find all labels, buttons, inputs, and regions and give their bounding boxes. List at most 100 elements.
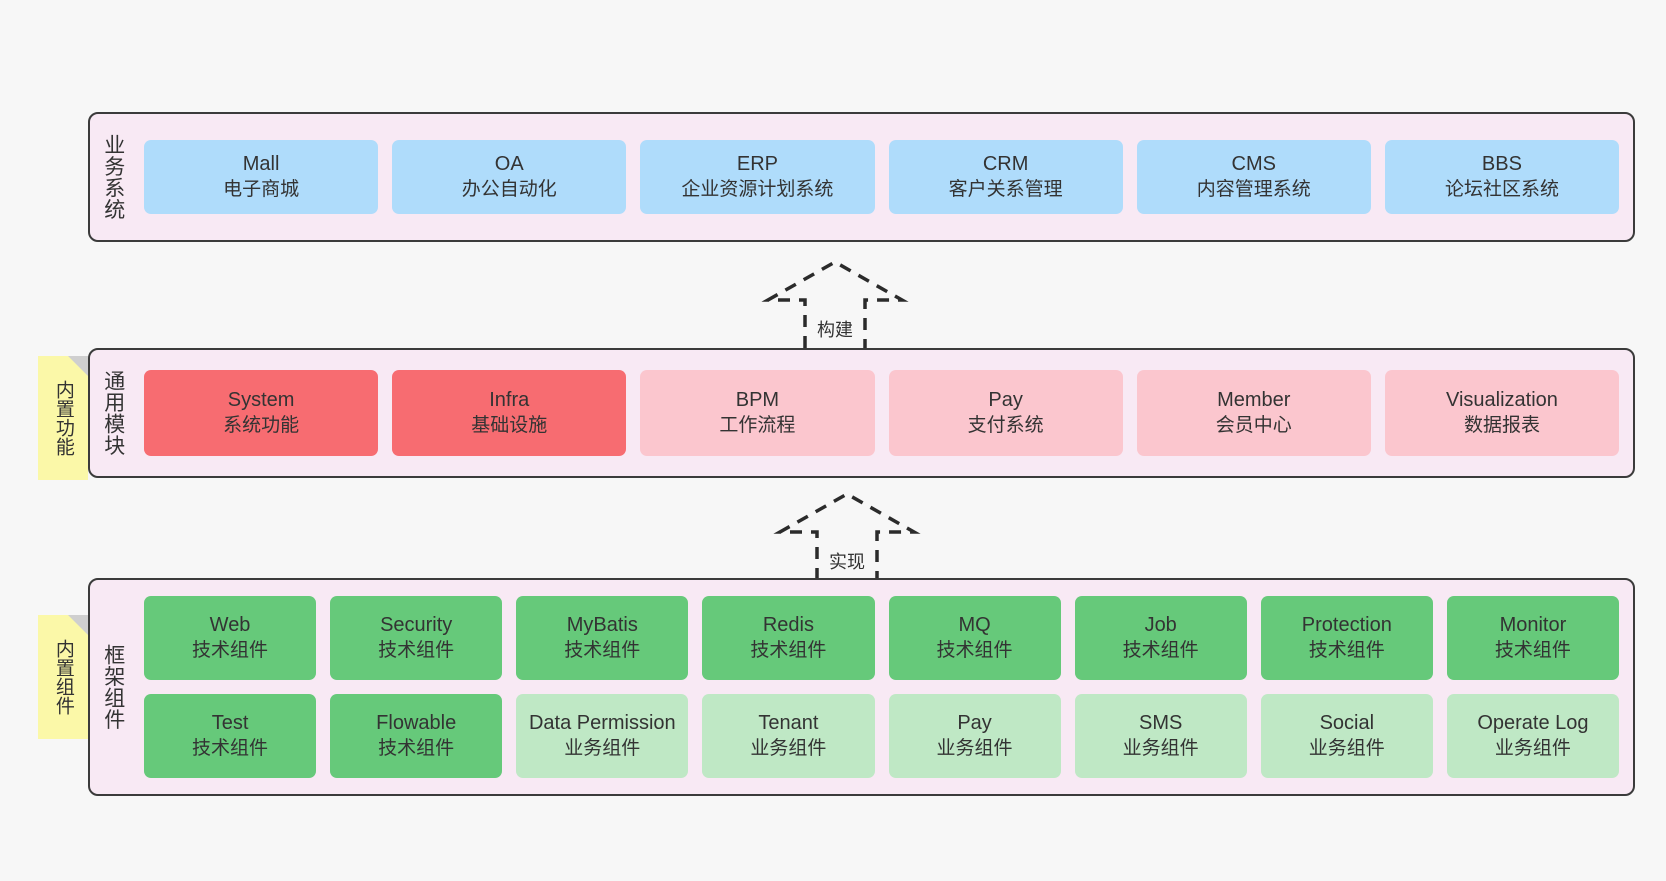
box-protection[interactable]: Protection 技术组件: [1260, 596, 1433, 680]
framework-business-row: Test 技术组件 Flowable 技术组件 Data Permission …: [144, 694, 1619, 778]
layer-business-system: 业务系统 Mall 电子商城 OA 办公自动化 ERP 企业资源计划系统 CRM: [88, 112, 1635, 242]
box-data-permission-name: Data Permission: [528, 712, 676, 735]
layer-body-framework-component: Web 技术组件 Security 技术组件 MyBatis 技术组件 Redi…: [136, 580, 1633, 794]
box-bpm-desc: 工作流程: [719, 414, 796, 436]
box-sms-name: SMS: [1139, 712, 1183, 735]
box-test-name: Test: [211, 712, 249, 735]
box-mall-desc: 电子商城: [223, 178, 300, 200]
box-flowable[interactable]: Flowable 技术组件: [330, 694, 503, 778]
common-module-row: System 系统功能 Infra 基础设施 BPM 工作流程 Pay 支付系统…: [144, 370, 1620, 456]
box-erp[interactable]: ERP 企业资源计划系统: [640, 140, 875, 214]
box-visualization-desc: 数据报表: [1463, 414, 1540, 436]
box-crm-name: CRM: [982, 153, 1029, 176]
box-mall-name: Mall: [242, 153, 280, 176]
box-protection-name: Protection: [1301, 614, 1392, 637]
box-security-desc: 技术组件: [378, 639, 455, 661]
box-sms-desc: 业务组件: [1122, 737, 1199, 759]
box-member-desc: 会员中心: [1215, 414, 1292, 436]
layer-framework-component: 框架组件 Web 技术组件 Security 技术组件 MyBatis 技术组件…: [88, 578, 1635, 796]
box-job-name: Job: [1144, 614, 1177, 637]
box-oa-name: OA: [494, 153, 524, 176]
box-pay-component-desc: 业务组件: [936, 737, 1013, 759]
box-system-name: System: [227, 389, 295, 412]
box-sms[interactable]: SMS 业务组件: [1074, 694, 1247, 778]
box-bbs[interactable]: BBS 论坛社区系统: [1384, 140, 1620, 214]
box-oa[interactable]: OA 办公自动化: [392, 140, 627, 214]
box-social-desc: 业务组件: [1308, 737, 1385, 759]
box-pay-module[interactable]: Pay 支付系统: [888, 370, 1123, 456]
box-mybatis-desc: 技术组件: [564, 639, 641, 661]
layer-title-common-module: 通用模块: [101, 370, 125, 456]
box-data-permission[interactable]: Data Permission 业务组件: [516, 694, 689, 778]
box-infra[interactable]: Infra 基础设施: [392, 370, 627, 456]
box-monitor[interactable]: Monitor 技术组件: [1446, 596, 1619, 680]
box-cms-desc: 内容管理系统: [1196, 178, 1311, 200]
box-mybatis[interactable]: MyBatis 技术组件: [516, 596, 689, 680]
box-web-name: Web: [209, 614, 251, 637]
box-test[interactable]: Test 技术组件: [144, 694, 317, 778]
layer-body-business-system: Mall 电子商城 OA 办公自动化 ERP 企业资源计划系统 CRM 客户关系…: [136, 114, 1633, 240]
box-mybatis-name: MyBatis: [566, 614, 638, 637]
box-data-permission-desc: 业务组件: [564, 737, 641, 759]
box-mq[interactable]: MQ 技术组件: [888, 596, 1061, 680]
layer-title-framework-component: 框架组件: [101, 644, 125, 730]
box-operate-log-name: Operate Log: [1477, 712, 1589, 735]
box-tenant-desc: 业务组件: [750, 737, 827, 759]
layer-common-module: 通用模块 System 系统功能 Infra 基础设施 BPM 工作流程 Pay: [88, 348, 1635, 478]
box-flowable-desc: 技术组件: [378, 737, 455, 759]
box-bpm[interactable]: BPM 工作流程: [640, 370, 875, 456]
note-builtin-feature: 内置功能: [38, 356, 88, 480]
box-monitor-name: Monitor: [1499, 614, 1567, 637]
box-pay-component[interactable]: Pay 业务组件: [888, 694, 1061, 778]
box-member-name: Member: [1217, 389, 1291, 412]
box-mall[interactable]: Mall 电子商城: [144, 140, 379, 214]
box-infra-name: Infra: [489, 389, 530, 412]
arrow-realize: 实现: [772, 490, 922, 580]
box-erp-desc: 企业资源计划系统: [681, 178, 834, 200]
business-system-row: Mall 电子商城 OA 办公自动化 ERP 企业资源计划系统 CRM 客户关系…: [144, 140, 1620, 214]
box-cms[interactable]: CMS 内容管理系统: [1136, 140, 1371, 214]
layer-title-business-system: 业务系统: [101, 134, 125, 220]
box-social[interactable]: Social 业务组件: [1260, 694, 1433, 778]
box-visualization[interactable]: Visualization 数据报表: [1384, 370, 1620, 456]
box-bbs-name: BBS: [1481, 153, 1522, 176]
box-visualization-name: Visualization: [1445, 389, 1558, 412]
box-pay-component-name: Pay: [957, 712, 992, 735]
box-job[interactable]: Job 技术组件: [1074, 596, 1247, 680]
box-oa-desc: 办公自动化: [461, 178, 557, 200]
box-operate-log[interactable]: Operate Log 业务组件: [1446, 694, 1619, 778]
box-mq-name: MQ: [958, 614, 991, 637]
box-system[interactable]: System 系统功能: [144, 370, 379, 456]
box-mq-desc: 技术组件: [936, 639, 1013, 661]
box-bpm-name: BPM: [735, 389, 780, 412]
box-redis[interactable]: Redis 技术组件: [702, 596, 875, 680]
box-crm[interactable]: CRM 客户关系管理: [888, 140, 1123, 214]
box-cms-name: CMS: [1231, 153, 1276, 176]
box-system-desc: 系统功能: [223, 414, 300, 436]
box-operate-log-desc: 业务组件: [1494, 737, 1571, 759]
box-pay-module-name: Pay: [988, 389, 1023, 412]
box-monitor-desc: 技术组件: [1494, 639, 1571, 661]
box-test-desc: 技术组件: [192, 737, 269, 759]
box-member[interactable]: Member 会员中心: [1136, 370, 1371, 456]
box-bbs-desc: 论坛社区系统: [1444, 178, 1559, 200]
box-flowable-name: Flowable: [376, 712, 457, 735]
box-protection-desc: 技术组件: [1308, 639, 1385, 661]
box-redis-name: Redis: [762, 614, 814, 637]
box-tenant-name: Tenant: [758, 712, 819, 735]
box-tenant[interactable]: Tenant 业务组件: [702, 694, 875, 778]
box-web-desc: 技术组件: [192, 639, 269, 661]
box-security[interactable]: Security 技术组件: [330, 596, 503, 680]
box-social-name: Social: [1319, 712, 1375, 735]
box-erp-name: ERP: [736, 153, 778, 176]
box-job-desc: 技术组件: [1122, 639, 1199, 661]
framework-tech-row: Web 技术组件 Security 技术组件 MyBatis 技术组件 Redi…: [144, 596, 1619, 680]
box-security-name: Security: [380, 614, 453, 637]
box-redis-desc: 技术组件: [750, 639, 827, 661]
box-infra-desc: 基础设施: [471, 414, 548, 436]
box-crm-desc: 客户关系管理: [948, 178, 1063, 200]
note-builtin-component-label: 内置组件: [52, 639, 74, 715]
box-web[interactable]: Web 技术组件: [144, 596, 317, 680]
layer-body-common-module: System 系统功能 Infra 基础设施 BPM 工作流程 Pay 支付系统…: [136, 350, 1633, 476]
note-builtin-feature-label: 内置功能: [52, 380, 74, 456]
